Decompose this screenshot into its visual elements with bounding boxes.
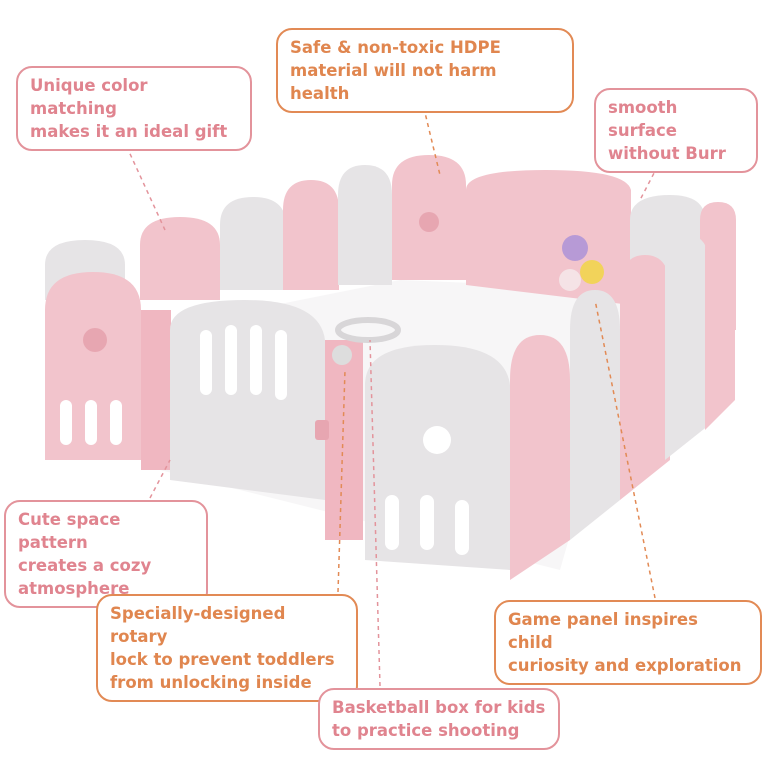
callout-color-matching: Unique color matching makes it an ideal … [16, 66, 252, 151]
basketball-hoop [335, 317, 401, 343]
gear-icon [580, 260, 604, 284]
front-right-panels [365, 222, 735, 580]
gate-panel [170, 300, 325, 500]
callout-space-pattern: Cute space pattern creates a cozy atmosp… [4, 500, 208, 608]
gear-icon [562, 235, 588, 261]
callout-material: Safe & non-toxic HDPE material will not … [276, 28, 574, 113]
rotary-lock-icon [332, 345, 352, 365]
callout-smooth-surface: smooth surface without Burr [594, 88, 758, 173]
gear-icon [559, 269, 581, 291]
callout-basketball-box: Basketball box for kids to practice shoo… [318, 688, 560, 750]
game-panel [466, 170, 631, 305]
front-left-panels [45, 272, 363, 540]
callout-rotary-lock: Specially-designed rotary lock to preven… [96, 594, 358, 702]
callout-game-panel: Game panel inspires child curiosity and … [494, 600, 762, 685]
